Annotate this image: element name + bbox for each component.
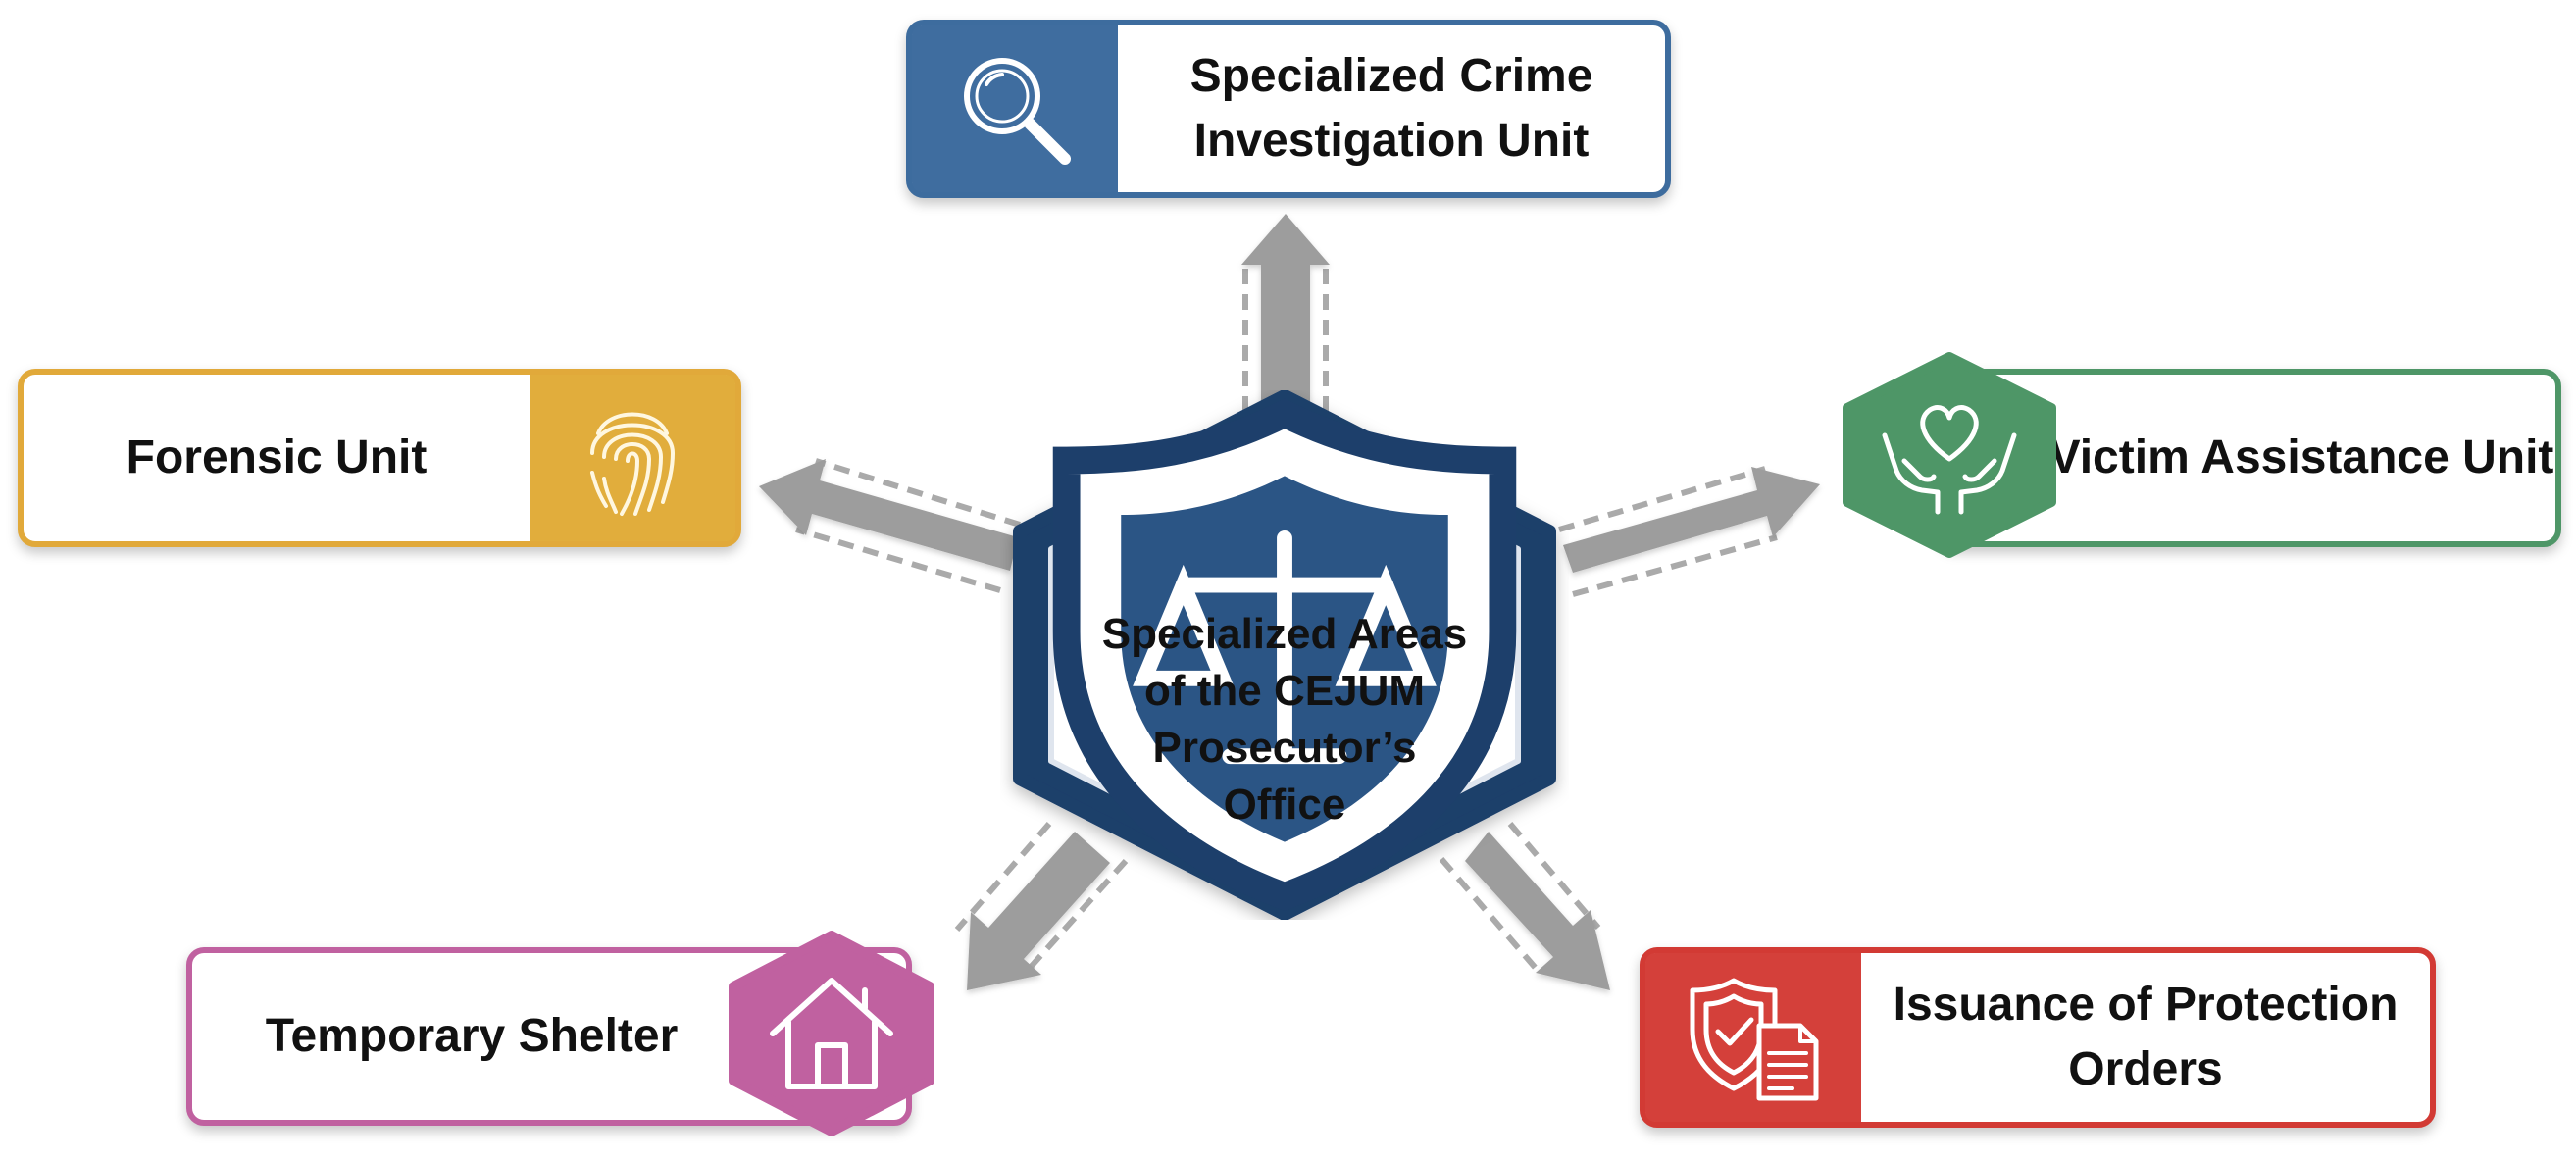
card-victim-assistance-unit: Victim Assistance Unit bbox=[1938, 369, 2561, 547]
hands-heart-icon bbox=[1882, 405, 2017, 515]
arrow-to-shelter bbox=[954, 822, 1129, 990]
crime-unit-label: Specialized Crime Investigation Unit bbox=[1189, 50, 1593, 167]
forensic-unit-label: Forensic Unit bbox=[126, 431, 428, 483]
house-icon bbox=[770, 978, 893, 1089]
card-crime-investigation-unit: Specialized Crime Investigation Unit bbox=[906, 20, 1671, 198]
arrow-to-victim-unit bbox=[1558, 466, 1820, 597]
central-hub: Specialized Areas of the CEJUM Prosecuto… bbox=[1000, 390, 1569, 920]
shield-scales-icon bbox=[1052, 398, 1517, 912]
crime-icon-panel bbox=[912, 25, 1118, 192]
orders-icon-panel bbox=[1645, 953, 1861, 1122]
card-protection-orders: Issuance of Protection Orders bbox=[1640, 947, 2436, 1128]
protection-orders-label: Issuance of Protection Orders bbox=[1893, 979, 2399, 1095]
forensic-icon-panel bbox=[530, 375, 735, 541]
arrow-to-forensic-unit bbox=[759, 458, 1021, 593]
magnifier-icon bbox=[964, 58, 1071, 165]
hub-title: Specialized Areas of the CEJUM Prosecuto… bbox=[1101, 610, 1468, 829]
victim-icon-hexagon bbox=[1843, 352, 2056, 558]
shield-document-icon bbox=[1690, 978, 1819, 1101]
arrow-to-crime-unit bbox=[1241, 214, 1330, 412]
fingerprint-icon bbox=[590, 412, 676, 516]
victim-unit-label: Victim Assistance Unit bbox=[2048, 431, 2554, 483]
shelter-icon-hexagon bbox=[729, 931, 934, 1136]
arrow-to-protection-orders bbox=[1439, 822, 1610, 990]
shelter-label: Temporary Shelter bbox=[265, 1010, 679, 1062]
card-forensic-unit: Forensic Unit bbox=[18, 369, 741, 547]
